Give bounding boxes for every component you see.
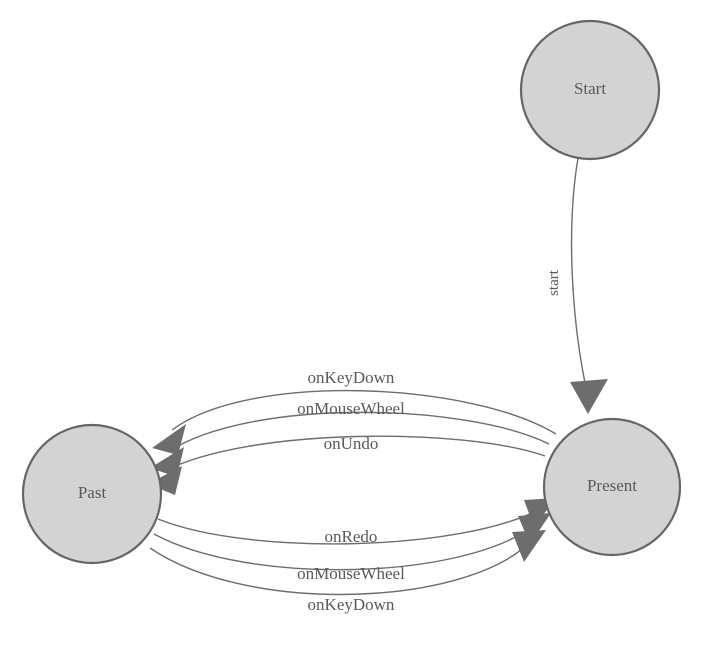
edge-past-to-present-onredo[interactable]: onRedo [157, 498, 556, 546]
edge-label-present-to-past-1: onKeyDown [308, 368, 395, 387]
edge-start-to-present-path [570, 157, 587, 389]
node-start[interactable]: Start [519, 19, 661, 161]
edge-present-to-past-3-path [164, 435, 546, 472]
edge-label-past-to-present-3: onKeyDown [308, 595, 395, 614]
arrowhead-start-to-present [570, 379, 608, 414]
node-start-label: Start [574, 79, 606, 98]
node-present-circle [542, 417, 682, 557]
edge-label-present-to-past-2: onMouseWheel [297, 399, 405, 418]
edge-start-to-present[interactable]: start [546, 157, 608, 414]
edge-present-to-past-2-path [167, 411, 550, 453]
node-start-circle [519, 19, 661, 161]
arrowhead-past-to-present-3 [512, 530, 546, 562]
edge-present-to-past-1-path [171, 389, 557, 435]
node-present-label: Present [587, 476, 637, 495]
edge-present-to-past-onundo[interactable]: onUndo [148, 434, 546, 495]
edge-label-present-to-past-3: onUndo [324, 434, 379, 453]
edge-label-start: start [546, 269, 562, 296]
node-past-label: Past [78, 483, 107, 502]
arrowhead-present-to-past-3 [148, 466, 182, 495]
edge-past-to-present-1-path [157, 508, 541, 545]
node-past-circle [21, 423, 163, 565]
edge-label-past-to-present-1: onRedo [325, 527, 378, 546]
node-present[interactable]: Present [542, 417, 682, 557]
arrowhead-past-to-present-2 [518, 513, 551, 544]
edge-past-to-present-onmousewheel[interactable]: onMouseWheel [153, 513, 551, 583]
node-past[interactable]: Past [21, 423, 163, 565]
edge-past-to-present-3-path [149, 539, 533, 596]
edge-label-past-to-present-2: onMouseWheel [297, 564, 405, 583]
edge-past-to-present-2-path [153, 523, 537, 571]
edge-present-to-past-onkeydown[interactable]: onKeyDown [152, 368, 557, 455]
arrowhead-present-to-past-1 [152, 424, 186, 455]
edge-past-to-present-onkeydown[interactable]: onKeyDown [149, 530, 546, 614]
